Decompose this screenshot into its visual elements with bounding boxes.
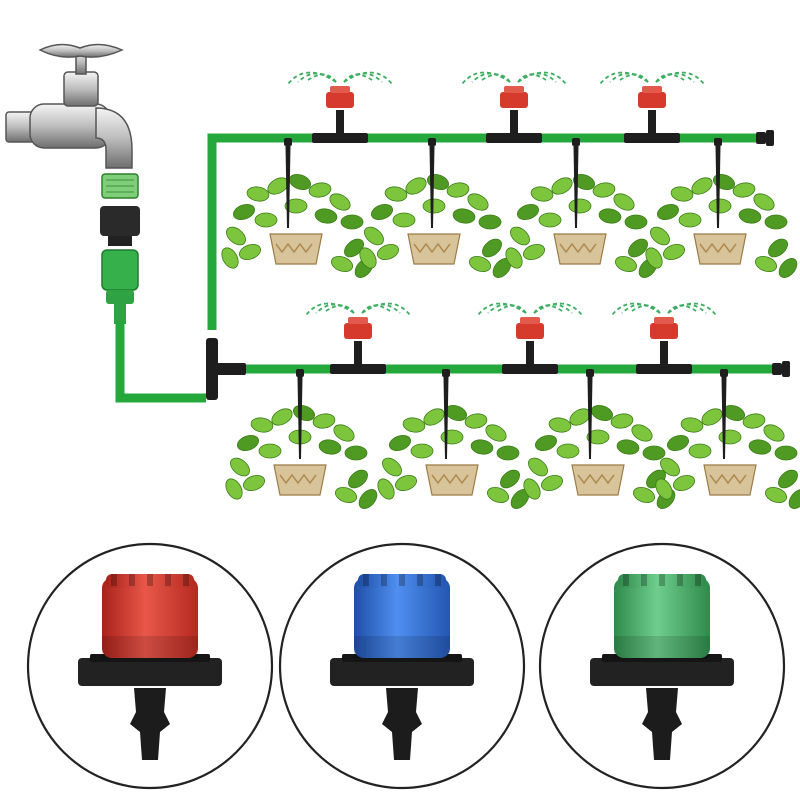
sprinkler-emitter-icon [477, 302, 583, 374]
drip-stake-icon [586, 369, 594, 459]
potted-plant-icon [225, 405, 378, 509]
drip-stake-icon [284, 138, 292, 228]
potted-plant-icon [505, 174, 658, 278]
drip-stake-icon [442, 369, 450, 459]
sprinkler-emitter-icon [287, 71, 393, 143]
irrigation-rows [212, 71, 800, 509]
drip-stake-icon [296, 369, 304, 459]
emitter-detail-views [26, 542, 786, 790]
green-emitter-detail [538, 542, 786, 790]
potted-plant-icon [655, 405, 800, 509]
drip-stake-icon [714, 138, 722, 228]
sprinkler-emitter-icon [461, 71, 567, 143]
red-emitter-detail [26, 542, 274, 790]
potted-plant-icon [221, 174, 374, 278]
adjustable-dripper-icon [330, 574, 474, 760]
potted-plant-icon [359, 174, 512, 278]
lower-row [225, 302, 800, 509]
adjustable-dripper-icon [78, 574, 222, 760]
tee-connector-icon [206, 338, 246, 400]
drip-stake-icon [428, 138, 436, 228]
adjustable-dripper-icon [590, 574, 734, 760]
potted-plant-icon [377, 405, 530, 509]
drip-stake-icon [720, 369, 728, 459]
sprinkler-emitter-icon [611, 302, 717, 374]
potted-plant-icon [645, 174, 798, 278]
faucet-icon [5, 43, 133, 169]
hose-adapter-icon [100, 173, 140, 324]
end-plug-icon [772, 361, 790, 377]
upper-row [212, 71, 798, 278]
blue-emitter-detail [278, 542, 526, 790]
sprinkler-emitter-icon [305, 302, 411, 374]
drip-stake-icon [572, 138, 580, 228]
potted-plant-icon [523, 405, 676, 509]
sprinkler-emitter-icon [599, 71, 705, 143]
end-plug-icon [756, 130, 774, 146]
